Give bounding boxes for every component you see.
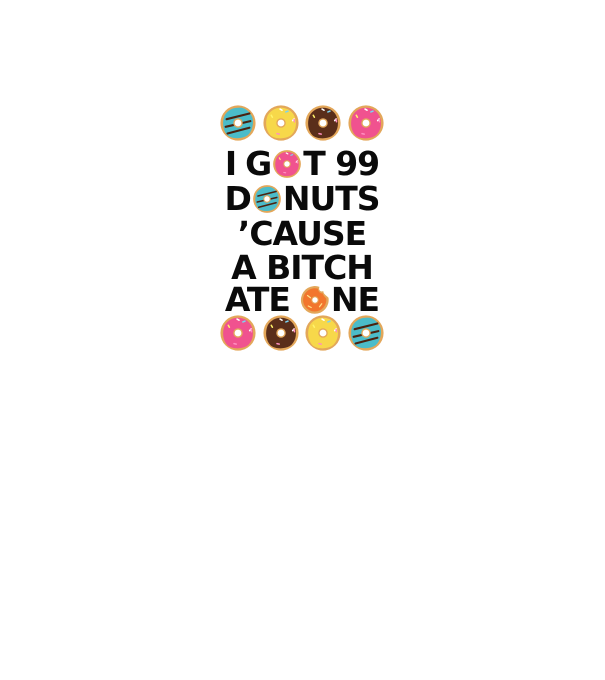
donut-graphic: I G T 99 D NUTS ’CAUSE A BITCH ATE — [219, 104, 385, 354]
slogan-line-2: D NUTS — [219, 181, 385, 217]
slogan-line-5-end: NE — [330, 280, 380, 319]
slogan-line-3: ’CAUSE — [219, 216, 385, 252]
slogan-line-5-start: ATE — [224, 280, 291, 319]
slogan-line-2-end: NUTS — [282, 179, 381, 218]
chocolate-frosted-donut-icon — [305, 105, 341, 141]
teal-frosted-donut-icon — [348, 315, 384, 351]
slogan-line-2-start: D — [224, 179, 251, 218]
donut-row-bottom — [219, 314, 385, 354]
yellow-frosted-donut-icon — [263, 105, 299, 141]
slogan-line-1: I G T 99 — [219, 146, 385, 182]
pink-donut-letter-o-icon — [273, 150, 302, 178]
teal-donut-letter-o-icon — [252, 185, 281, 213]
slogan-line-5: ATE NE — [219, 282, 385, 318]
pink-frosted-donut-icon — [220, 315, 256, 351]
pink-frosted-donut-icon — [348, 105, 384, 141]
slogan-line-1-got-g: G — [245, 144, 272, 183]
chocolate-frosted-donut-icon — [263, 315, 299, 351]
bitten-donut-letter-o-icon — [300, 286, 329, 314]
slogan-line-1-start: I — [224, 144, 237, 183]
teal-frosted-donut-icon — [220, 105, 256, 141]
slogan-line-1-end: T 99 — [303, 144, 380, 183]
slogan-line-4: A BITCH — [219, 250, 385, 286]
slogan-line-3-text: ’CAUSE — [237, 214, 367, 253]
yellow-frosted-donut-icon — [305, 315, 341, 351]
slogan-line-4-text: A BITCH — [231, 248, 374, 287]
donut-row-top — [219, 104, 385, 144]
